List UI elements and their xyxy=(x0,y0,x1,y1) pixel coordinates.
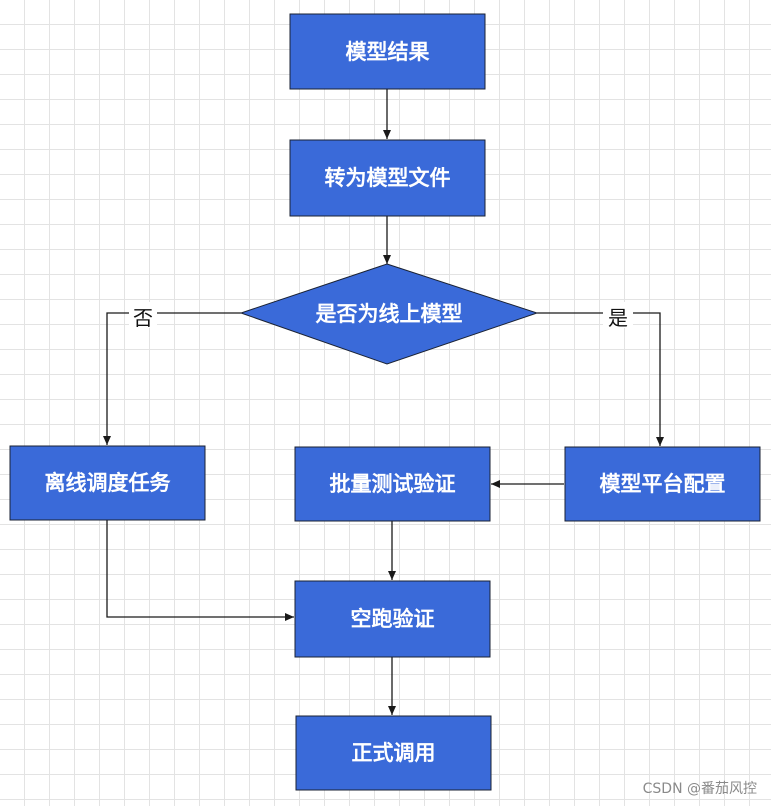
node-offline-label: 离线调度任务 xyxy=(45,471,172,495)
edge-label-yes-bg xyxy=(603,302,633,328)
node-decision-online-model: 是否为线上模型 xyxy=(239,263,539,365)
edges: 否 是 xyxy=(103,89,664,715)
node-model-result-label: 模型结果 xyxy=(346,40,430,64)
node-formal-invocation: 正式调用 xyxy=(295,715,492,791)
node-dryrun-label: 空跑验证 xyxy=(351,607,435,631)
node-offline-schedule-task: 离线调度任务 xyxy=(9,445,206,521)
node-formal-label: 正式调用 xyxy=(352,741,436,765)
edge-label-yes: 是 xyxy=(608,306,628,330)
watermark: CSDN @番茄风控 xyxy=(642,781,757,797)
node-convert-to-model-file: 转为模型文件 xyxy=(289,139,486,217)
node-model-platform-config: 模型平台配置 xyxy=(564,446,761,522)
node-convert-label: 转为模型文件 xyxy=(325,166,451,190)
edge-decision-yes-to-platform xyxy=(537,312,664,446)
node-decision-label: 是否为线上模型 xyxy=(316,302,463,326)
node-model-result: 模型结果 xyxy=(289,13,486,90)
edge-label-no: 否 xyxy=(133,306,153,330)
edge-offline-to-dryrun xyxy=(106,520,294,621)
nodes: 模型结果 转为模型文件 是否为线上模型 离线调度任务 批量测试验证 模型平台配置… xyxy=(9,13,761,791)
node-platform-label: 模型平台配置 xyxy=(600,472,726,496)
node-batch-label: 批量测试验证 xyxy=(330,472,456,496)
edge-decision-no-to-offline xyxy=(103,312,241,445)
node-batch-test-verify: 批量测试验证 xyxy=(294,446,491,522)
edge-label-no-bg xyxy=(129,302,157,328)
node-dry-run-verify: 空跑验证 xyxy=(294,580,491,658)
